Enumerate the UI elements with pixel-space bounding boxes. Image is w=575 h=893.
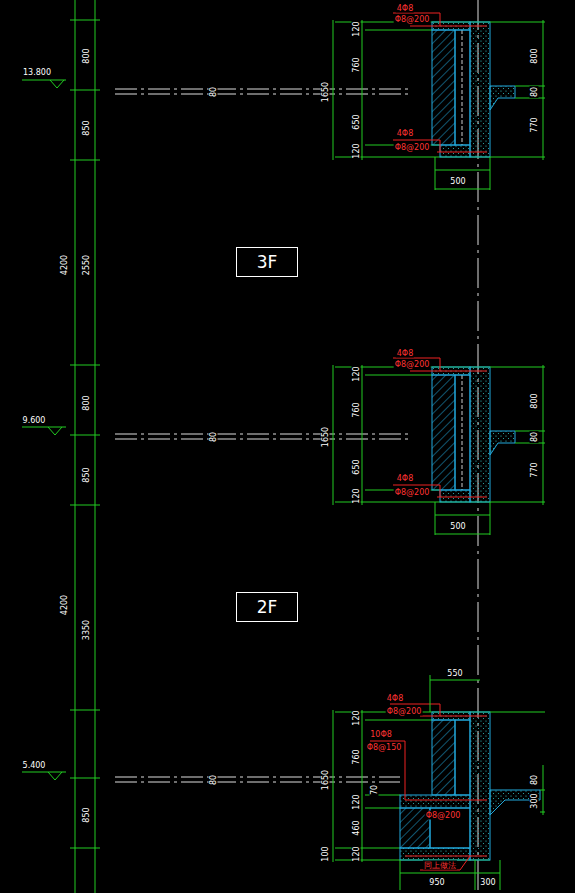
dimension-text: 300 — [530, 792, 539, 809]
dimension-text: 70 — [370, 784, 379, 796]
dimension-text: 120 — [352, 20, 361, 37]
dimension-text: 1650 — [321, 769, 330, 791]
rebar-note: 4Φ8 — [396, 4, 414, 13]
dimension-text: 80 — [530, 86, 539, 98]
rebar-note: Φ8@150 — [366, 743, 403, 752]
dimension-text: 1650 — [321, 81, 330, 103]
dimension-text: 460 — [352, 819, 361, 836]
dimension-text: 550 — [446, 669, 463, 678]
floor-label: 3F — [257, 252, 278, 272]
dimension-text: 500 — [449, 522, 466, 531]
dimension-text: 760 — [352, 401, 361, 418]
dimension-text: 80 — [209, 431, 218, 443]
dimension-text: 1650 — [321, 426, 330, 448]
dimension-text: 100 — [321, 845, 330, 862]
rebar-note: Φ8@200 — [394, 15, 431, 24]
dimension-text: 120 — [352, 487, 361, 504]
dimension-text: 760 — [352, 56, 361, 73]
dimension-text: 800 — [82, 394, 91, 411]
dimension-text: 3350 — [82, 619, 91, 641]
rebar-note: Φ8@200 — [394, 360, 431, 369]
rebar-note: 4Φ8 — [396, 129, 414, 138]
rebar-note: Φ8@200 — [386, 707, 423, 716]
dimension-text: 650 — [352, 458, 361, 475]
dimension-text: 120 — [352, 793, 361, 810]
dimension-text: 80 — [209, 86, 218, 98]
dimension-text: 760 — [352, 748, 361, 765]
dimension-text: 800 — [82, 47, 91, 64]
rebar-note: 4Φ8 — [396, 349, 414, 358]
rebar-note: Φ8@200 — [425, 811, 462, 820]
rebar-note: 同上做法 — [423, 861, 457, 870]
dimension-text: 770 — [530, 461, 539, 478]
rebar-note: 4Φ8 — [386, 694, 404, 703]
rebar-note: 4Φ8 — [396, 474, 414, 483]
rebar-note: Φ8@200 — [394, 143, 431, 152]
dimension-text: 770 — [530, 116, 539, 133]
floor-label: 2F — [257, 597, 278, 617]
dimension-text: 80 — [530, 431, 539, 443]
dimension-text: 9.600 — [22, 416, 47, 425]
dimension-text: 80 — [209, 774, 218, 786]
dimension-text: 850 — [82, 466, 91, 483]
dimension-text: 650 — [352, 113, 361, 130]
dimension-text: 120 — [352, 845, 361, 862]
dimension-text: 950 — [428, 878, 445, 887]
dimension-text: 5.400 — [22, 761, 47, 770]
dimension-text: 2550 — [82, 254, 91, 276]
dimension-text: 850 — [82, 806, 91, 823]
dimension-text: 800 — [530, 47, 539, 64]
dimension-text: 300 — [479, 878, 496, 887]
floor-label-box: 3F — [236, 247, 298, 277]
dimension-text: 500 — [449, 177, 466, 186]
dimension-text: 120 — [352, 142, 361, 159]
dimension-text: 4200 — [60, 254, 69, 276]
floor-label-box: 2F — [236, 592, 298, 622]
dimension-text: 13.800 — [22, 68, 52, 77]
rebar-note: Φ8@200 — [394, 488, 431, 497]
dimension-text: 850 — [82, 119, 91, 136]
dimension-text: 80 — [530, 774, 539, 786]
dimension-text: 120 — [352, 709, 361, 726]
dimension-text: 4200 — [60, 594, 69, 616]
dimension-text: 120 — [352, 365, 361, 382]
rebar-note: 10Φ8 — [369, 730, 393, 739]
dimension-text: 800 — [530, 392, 539, 409]
